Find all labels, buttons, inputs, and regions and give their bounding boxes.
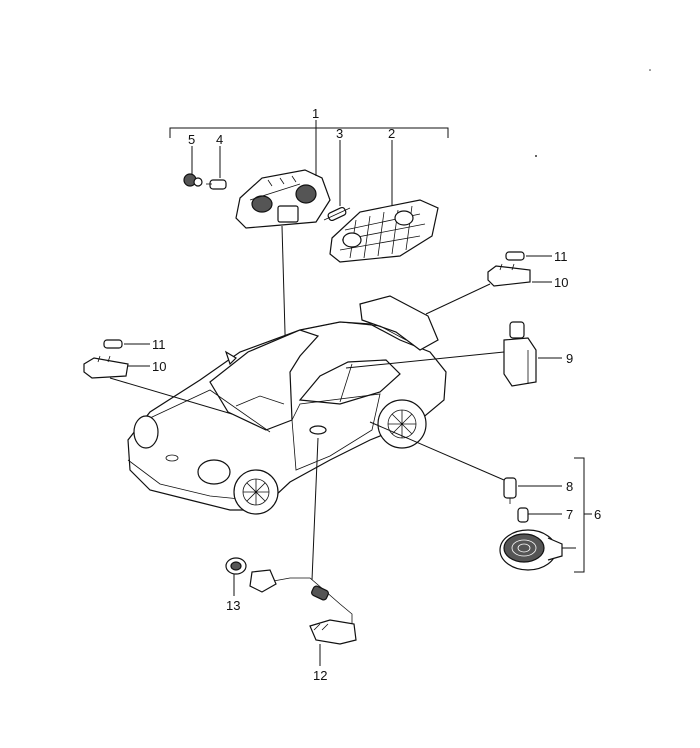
bulb-11-left bbox=[103, 339, 123, 349]
callout-5: 5 bbox=[188, 132, 195, 147]
callout-11-left: 11 bbox=[152, 337, 166, 352]
callout-13: 13 bbox=[226, 598, 240, 613]
bulb-11-right bbox=[505, 251, 525, 261]
festoon-bulb-3 bbox=[323, 206, 351, 222]
callout-4: 4 bbox=[216, 132, 223, 147]
scan-speck bbox=[649, 69, 651, 71]
switch-9 bbox=[503, 321, 537, 387]
overhead-console-housing bbox=[235, 169, 331, 229]
wiring-harness-12 bbox=[249, 569, 357, 645]
bulb-8 bbox=[503, 477, 517, 504]
scan-speck bbox=[535, 155, 537, 157]
callout-3: 3 bbox=[336, 126, 343, 141]
bulb-7 bbox=[517, 507, 529, 523]
luggage-compartment-lamp-right bbox=[487, 263, 531, 287]
callout-10-left: 10 bbox=[152, 359, 166, 374]
callout-6: 6 bbox=[594, 507, 601, 522]
callout-12: 12 bbox=[313, 668, 327, 683]
callout-1: 1 bbox=[312, 106, 319, 121]
group-bracket-1 bbox=[169, 120, 449, 138]
bulb-holder-13 bbox=[225, 557, 247, 575]
bulb-socket-5 bbox=[183, 173, 203, 187]
group-bracket-6 bbox=[574, 457, 592, 573]
callout-11-right: 11 bbox=[554, 249, 568, 264]
callout-9: 9 bbox=[566, 351, 573, 366]
car-body-outline bbox=[127, 295, 447, 515]
callout-10-right: 10 bbox=[554, 275, 568, 290]
wedge-bulb-4 bbox=[206, 179, 227, 190]
luggage-compartment-lamp-left bbox=[83, 355, 129, 379]
console-lens-cover bbox=[329, 199, 439, 263]
callout-7: 7 bbox=[566, 507, 573, 522]
callout-8: 8 bbox=[566, 479, 573, 494]
door-lamp-6 bbox=[499, 529, 563, 571]
callout-2: 2 bbox=[388, 126, 395, 141]
